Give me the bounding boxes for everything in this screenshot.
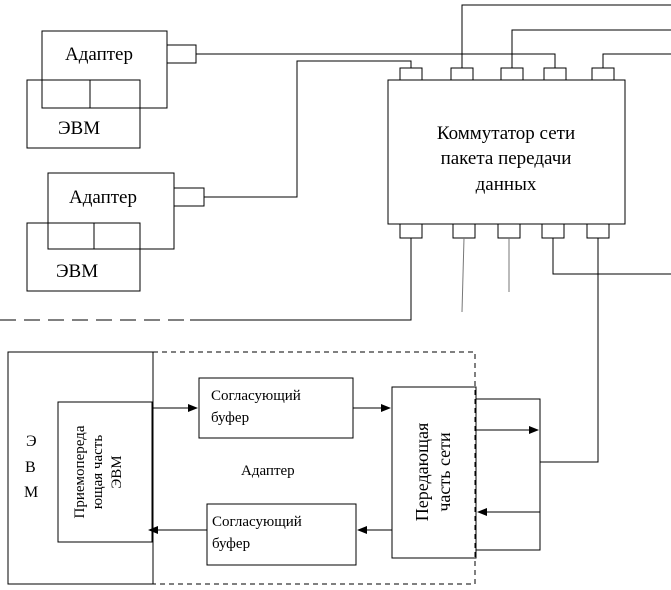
computer-label-1: ЭВМ bbox=[58, 118, 100, 139]
switch-port-top-1 bbox=[399, 67, 423, 81]
computer-label-2: ЭВМ bbox=[56, 261, 98, 282]
computer-letter-2: В bbox=[25, 459, 36, 476]
wire-port5-out bbox=[602, 53, 671, 68]
switch-label-line1: Коммутатор сети bbox=[437, 123, 575, 144]
switch-port-bottom-1 bbox=[399, 223, 423, 239]
adapter-inner-box-2 bbox=[47, 222, 95, 250]
adapter-dashed-box bbox=[152, 351, 476, 585]
wire-bottom-port1-left bbox=[190, 238, 412, 321]
buffer-top-box bbox=[198, 377, 354, 439]
adapter-connector-1 bbox=[166, 44, 197, 64]
computer-letter-1: Э bbox=[26, 433, 37, 450]
buffer-top-line1: Согласующий bbox=[211, 388, 301, 404]
computer-letter-3: М bbox=[24, 484, 38, 501]
transceiver-label: Приемопереда ющая часть ЭВМ bbox=[72, 425, 125, 518]
buffer-top-line2: буфер bbox=[211, 410, 249, 426]
adapter-connector-2 bbox=[173, 187, 205, 207]
switch-label-line2: пакета передачи bbox=[441, 148, 572, 169]
network-part-line-2: часть сети bbox=[434, 432, 454, 512]
stub-bottom-port2 bbox=[461, 237, 465, 313]
adapter-box-1 bbox=[41, 30, 168, 109]
switch-port-top-4 bbox=[543, 67, 567, 81]
adapter-inner-box-1 bbox=[41, 79, 91, 109]
wire-switch-to-detail bbox=[540, 238, 599, 463]
transceiver-line-2: ющая часть bbox=[90, 435, 106, 509]
network-part-line-1: Передающая bbox=[412, 423, 432, 521]
switch-label-line3: данных bbox=[476, 174, 537, 195]
switch-port-bottom-2 bbox=[452, 223, 476, 239]
network-part-label: Передающая часть сети bbox=[412, 423, 454, 521]
switch-port-bottom-4 bbox=[541, 223, 565, 239]
transceiver-box bbox=[57, 401, 153, 543]
adapter-label-2: Адаптер bbox=[69, 187, 137, 208]
network-part-box bbox=[391, 386, 477, 559]
wire-adapter1-to-port4 bbox=[196, 53, 556, 68]
loop-top bbox=[476, 398, 541, 551]
adapter-label-1: Адаптер bbox=[65, 44, 133, 65]
wire-port3-out bbox=[511, 29, 671, 68]
buffer-bottom-box bbox=[206, 503, 357, 566]
detail-adapter-label: Адаптер bbox=[241, 463, 295, 479]
transceiver-line-1: Приемопереда bbox=[72, 425, 88, 518]
buffer-bottom-line2: буфер bbox=[212, 536, 250, 552]
switch-port-top-3 bbox=[500, 67, 524, 81]
switch-port-top-5 bbox=[591, 67, 615, 81]
transceiver-line-3: ЭВМ bbox=[109, 455, 125, 488]
wire-adapter2-to-port1 bbox=[204, 60, 412, 198]
adapter-box-2 bbox=[47, 172, 175, 250]
buffer-bottom-line1: Согласующий bbox=[212, 514, 302, 530]
switch-port-bottom-5 bbox=[586, 223, 610, 239]
wire-port2-out bbox=[461, 4, 671, 68]
wire-bottom-port4-out bbox=[552, 238, 671, 275]
switch-port-top-2 bbox=[450, 67, 474, 81]
switch-port-bottom-3 bbox=[497, 223, 521, 239]
